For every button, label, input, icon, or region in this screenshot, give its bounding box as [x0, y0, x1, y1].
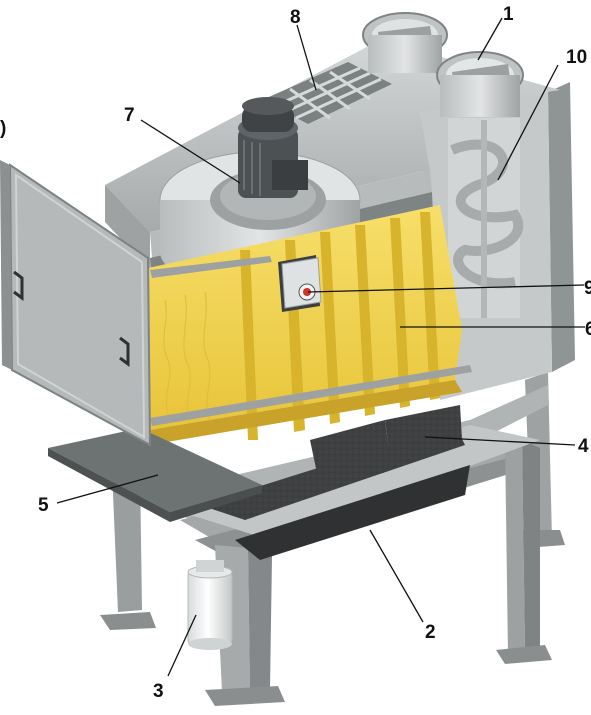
control-switch [278, 255, 322, 312]
leader-lines [56, 17, 585, 677]
spiral-duct [448, 118, 523, 318]
filter-box [310, 405, 462, 478]
callout-3: 3 [153, 681, 164, 702]
inlet-ports [362, 12, 524, 117]
top-grate [262, 62, 392, 124]
callout-5: 5 [38, 495, 49, 516]
motor [238, 97, 308, 198]
callout-7: 7 [124, 105, 135, 126]
dust-canister [187, 560, 233, 650]
callout-4: 4 [578, 436, 589, 457]
access-door [0, 160, 152, 447]
pleated-filter [148, 205, 472, 444]
callout-2: 2 [425, 622, 436, 643]
callout-labels: 1 2 3 4 5 6 7 8 9 10 ) [0, 4, 591, 702]
callout-edge-left: ) [0, 118, 6, 139]
callout-9: 9 [584, 278, 591, 299]
callout-8: 8 [290, 7, 301, 28]
callout-6: 6 [585, 319, 591, 340]
callout-1: 1 [503, 4, 514, 25]
front-shelf [48, 428, 262, 522]
callout-10: 10 [566, 47, 587, 68]
